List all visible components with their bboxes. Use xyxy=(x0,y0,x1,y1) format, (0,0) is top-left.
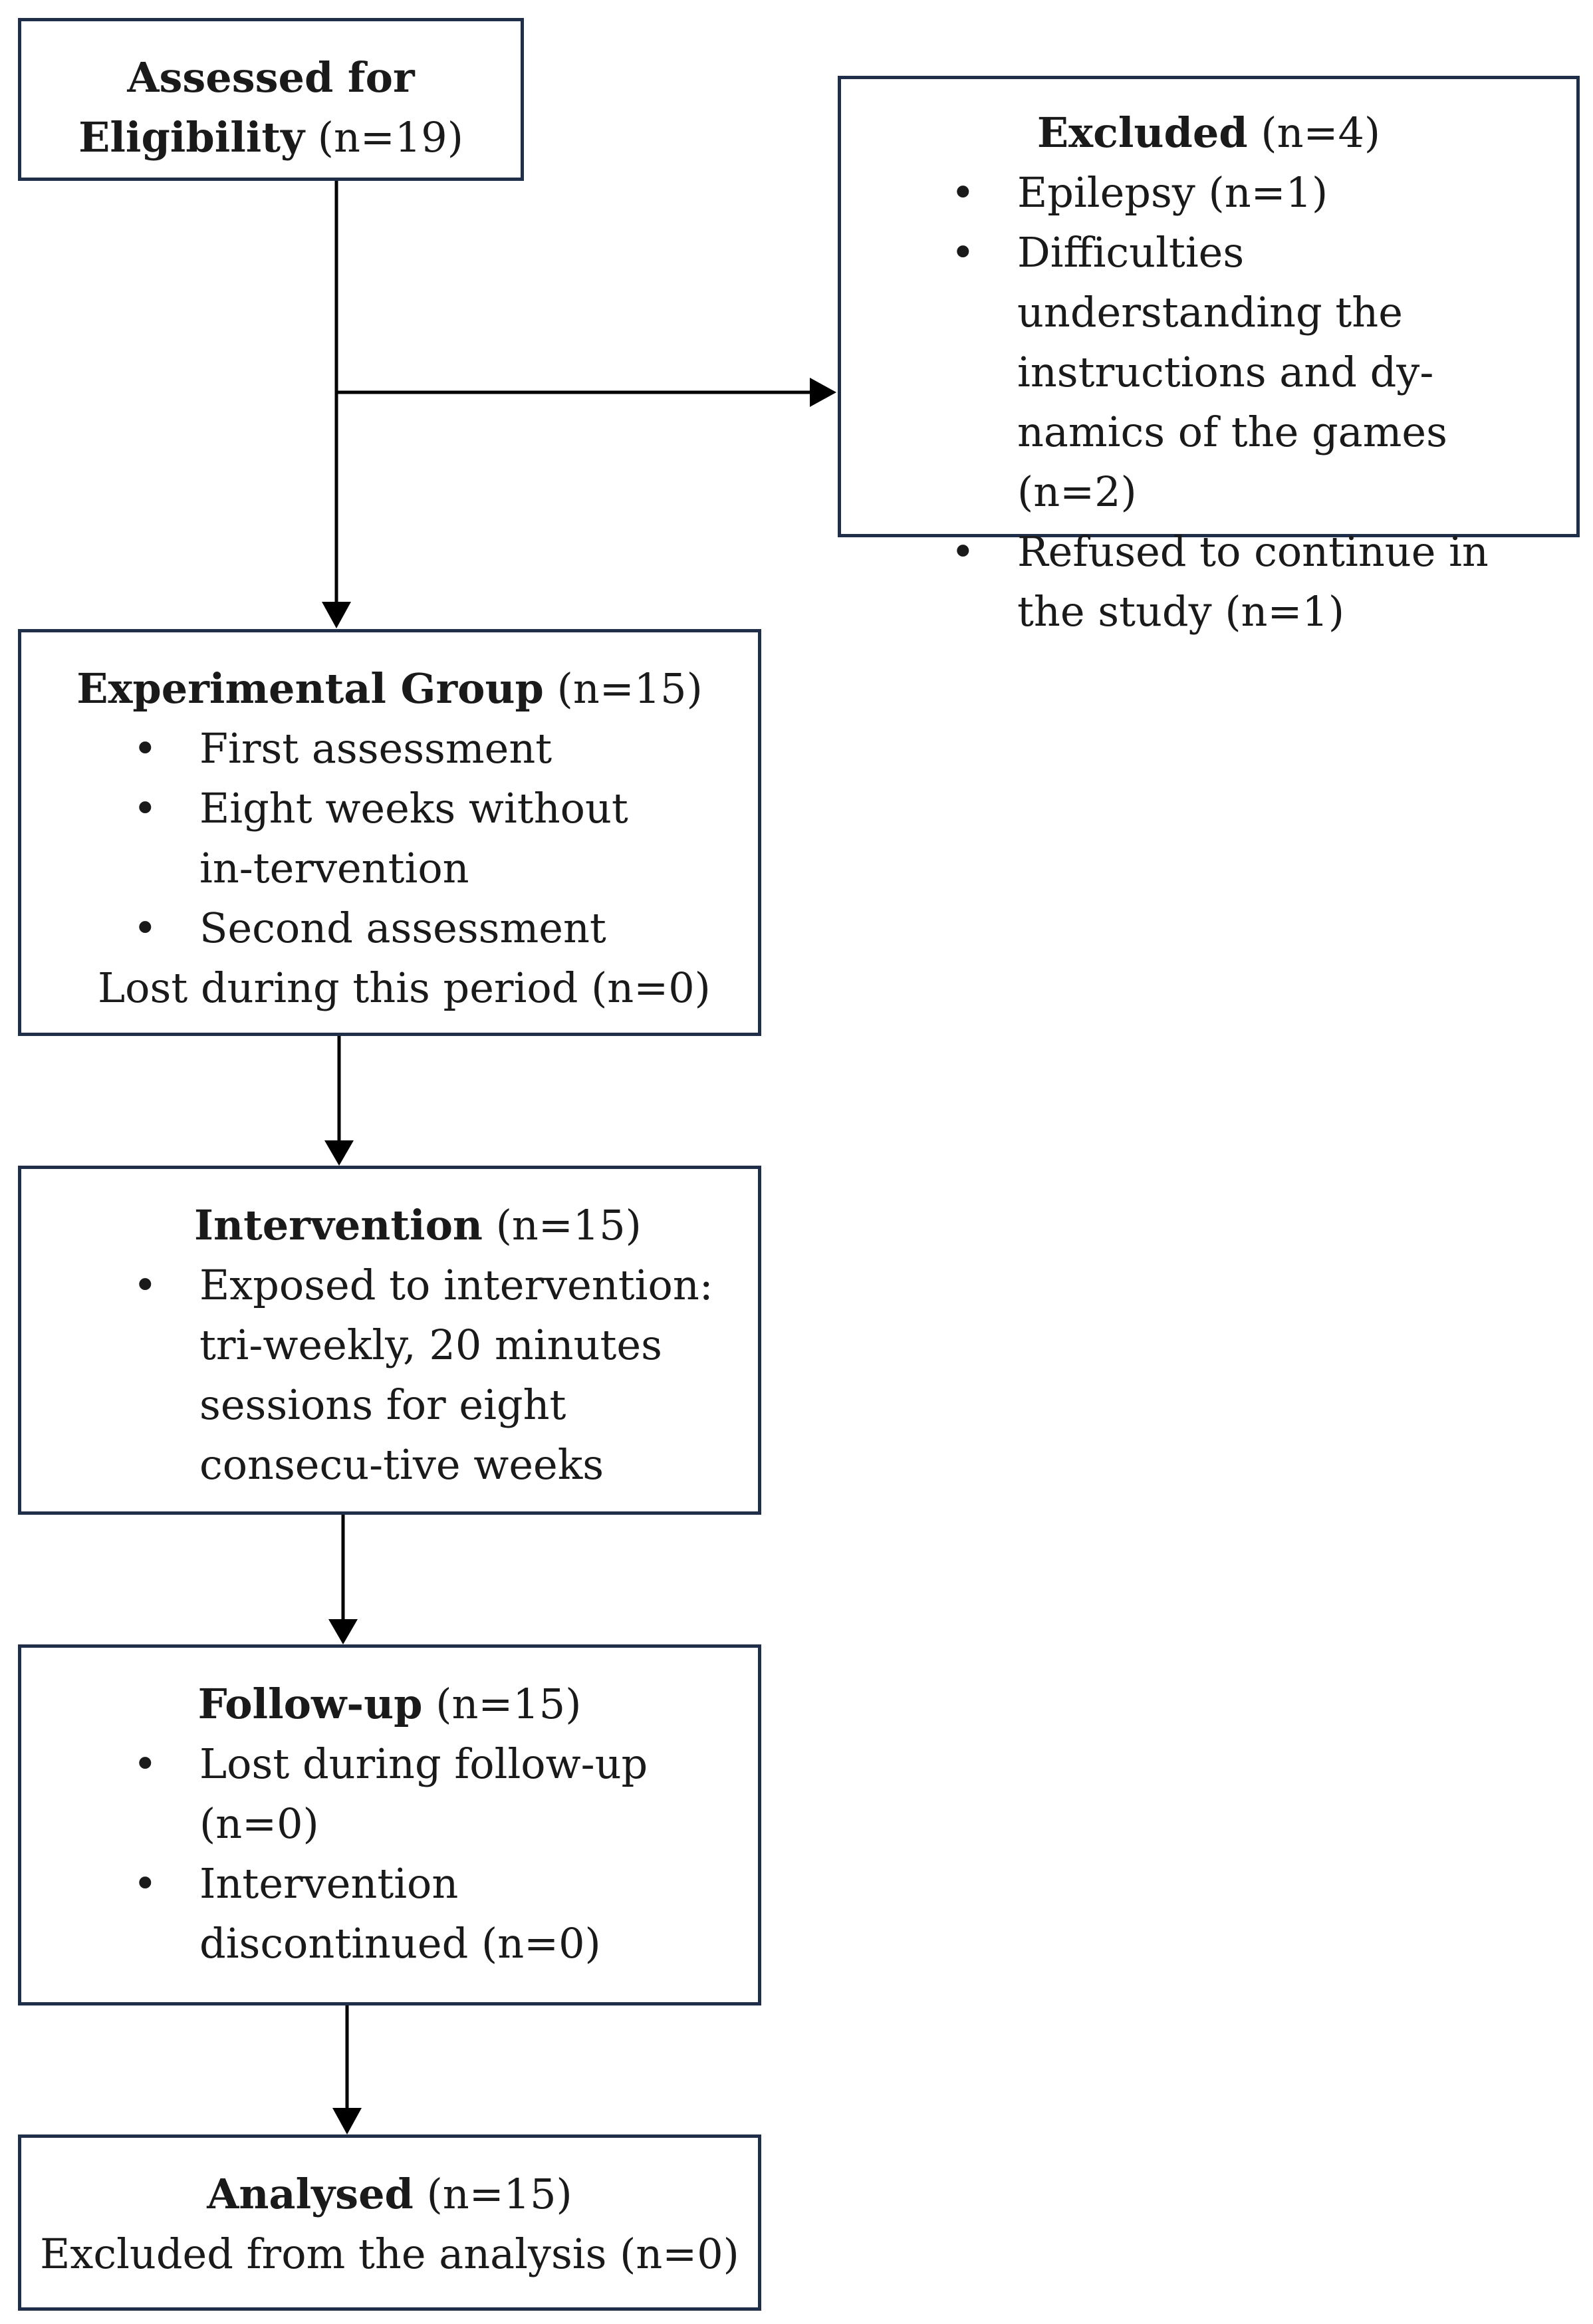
intervention-box: Intervention (n=15) Exposed to intervent… xyxy=(18,1166,761,1515)
excluded-count: (n=4) xyxy=(1261,108,1381,157)
excluded-box: Excluded (n=4) Epilepsy (n=1) Difficulti… xyxy=(838,76,1580,636)
followup-count: (n=15) xyxy=(435,1680,582,1728)
arrowhead xyxy=(810,378,836,407)
arrowhead xyxy=(324,1140,354,1166)
excluded-item: Difficulties understanding the instructi… xyxy=(951,223,1550,522)
intervention-item: Exposed to intervention: tri-weekly, 20 … xyxy=(133,1255,731,1495)
experimental-count: (n=15) xyxy=(556,664,703,713)
followup-title: Follow-up xyxy=(197,1680,423,1728)
excluded-item: Epilepsy (n=1) xyxy=(951,163,1550,223)
intervention-count: (n=15) xyxy=(495,1201,642,1249)
intervention-title: Intervention xyxy=(194,1201,483,1249)
experimental-item: Second assessment xyxy=(133,898,691,958)
experimental-group-box: Experimental Group (n=15) First assessme… xyxy=(18,629,761,1036)
experimental-item: Eight weeks without in-tervention xyxy=(133,779,691,898)
experimental-title: Experimental Group xyxy=(76,664,544,713)
analysed-footer: Excluded from the analysis (n=0) xyxy=(40,2230,739,2278)
excluded-title: Excluded xyxy=(1037,108,1248,157)
assessed-title: Assessed for xyxy=(127,53,415,102)
assessed-count: (n=19) xyxy=(317,113,463,162)
assessed-box: Assessed for Eligibility (n=19) xyxy=(18,18,524,181)
assessed-title-line2: Eligibility xyxy=(78,113,305,162)
experimental-footer: Lost during this period (n=0) xyxy=(98,964,711,1012)
analysed-box: Analysed (n=15) Excluded from the analys… xyxy=(18,2134,761,2311)
arrowhead xyxy=(332,2108,362,2134)
arrowhead xyxy=(328,1619,358,1644)
arrowhead xyxy=(322,602,351,628)
analysed-count: (n=15) xyxy=(426,2170,572,2218)
followup-box: Follow-up (n=15) Lost during follow-up (… xyxy=(18,1644,761,2005)
analysed-title: Analysed xyxy=(207,2170,414,2218)
followup-item: Lost during follow-up (n=0) xyxy=(133,1734,678,1854)
excluded-item: Refused to continue in the study (n=1) xyxy=(951,522,1550,642)
followup-item: Intervention discontinued (n=0) xyxy=(133,1854,678,1974)
experimental-item: First assessment xyxy=(133,719,691,779)
